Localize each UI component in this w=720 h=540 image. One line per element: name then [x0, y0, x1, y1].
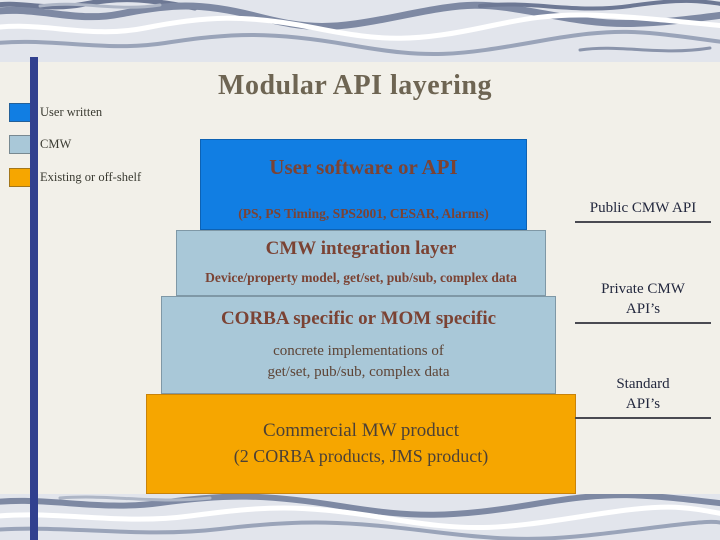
layer-corba-mom-subtitle-line1: concrete implementations of [273, 343, 444, 359]
legend-label-user-written: User written [40, 105, 103, 119]
side-label-private-cmw-api-line2: API’s [625, 301, 661, 317]
side-label-standard-api: Standard API’s [575, 374, 711, 419]
slide-title: Modular API layering [218, 70, 492, 101]
side-label-public-cmw-api-text: Public CMW API [589, 200, 697, 216]
layer-user-software-subtitle: (PS, PS Timing, SPS2001, CESAR, Alarms) [238, 206, 489, 221]
legend-label-cmw: CMW [40, 137, 72, 151]
layer-user-software-title: User software or API [269, 155, 458, 179]
left-accent-bar [30, 57, 38, 540]
legend-item-existing: Existing or off-shelf [9, 168, 141, 187]
layer-commercial-mw: Commercial MW product (2 CORBA products,… [146, 394, 576, 494]
layer-corba-mom: CORBA specific or MOM specific concrete … [161, 296, 556, 394]
side-label-public-cmw-api: Public CMW API [575, 200, 711, 223]
layer-corba-mom-title: CORBA specific or MOM specific [220, 308, 497, 329]
bottom-decorative-band [0, 494, 720, 540]
side-label-standard-api-line1: Standard [616, 376, 670, 392]
layer-cmw-integration-subtitle: Device/property model, get/set, pub/sub,… [205, 270, 517, 285]
layer-cmw-integration-title: CMW integration layer [265, 238, 457, 259]
legend-item-cmw: CMW [9, 135, 71, 154]
layer-commercial-mw-line1: Commercial MW product [263, 420, 459, 441]
legend-item-user-written: User written [9, 103, 102, 122]
legend-swatch-cmw [9, 135, 31, 154]
legend-swatch-user-written [9, 103, 31, 122]
side-label-private-cmw-api-line1: Private CMW [601, 281, 685, 297]
side-label-standard-api-line2: API’s [625, 396, 661, 412]
layer-cmw-integration: CMW integration layer Device/property mo… [176, 230, 546, 296]
wave-pattern-bottom-icon [0, 494, 720, 540]
side-label-private-cmw-api: Private CMW API’s [575, 279, 711, 324]
legend-swatch-existing [9, 168, 31, 187]
layer-commercial-mw-line2: (2 CORBA products, JMS product) [233, 446, 489, 466]
layer-corba-mom-subtitle-line2: get/set, pub/sub, complex data [267, 364, 450, 380]
wave-pattern-top-icon [0, 0, 720, 57]
top-decorative-band [0, 0, 720, 62]
legend-label-existing: Existing or off-shelf [40, 170, 142, 184]
layer-user-software: User software or API (PS, PS Timing, SPS… [200, 139, 527, 230]
layer-corba-mom-subtitle: concrete implementations of get/set, pub… [162, 341, 555, 383]
